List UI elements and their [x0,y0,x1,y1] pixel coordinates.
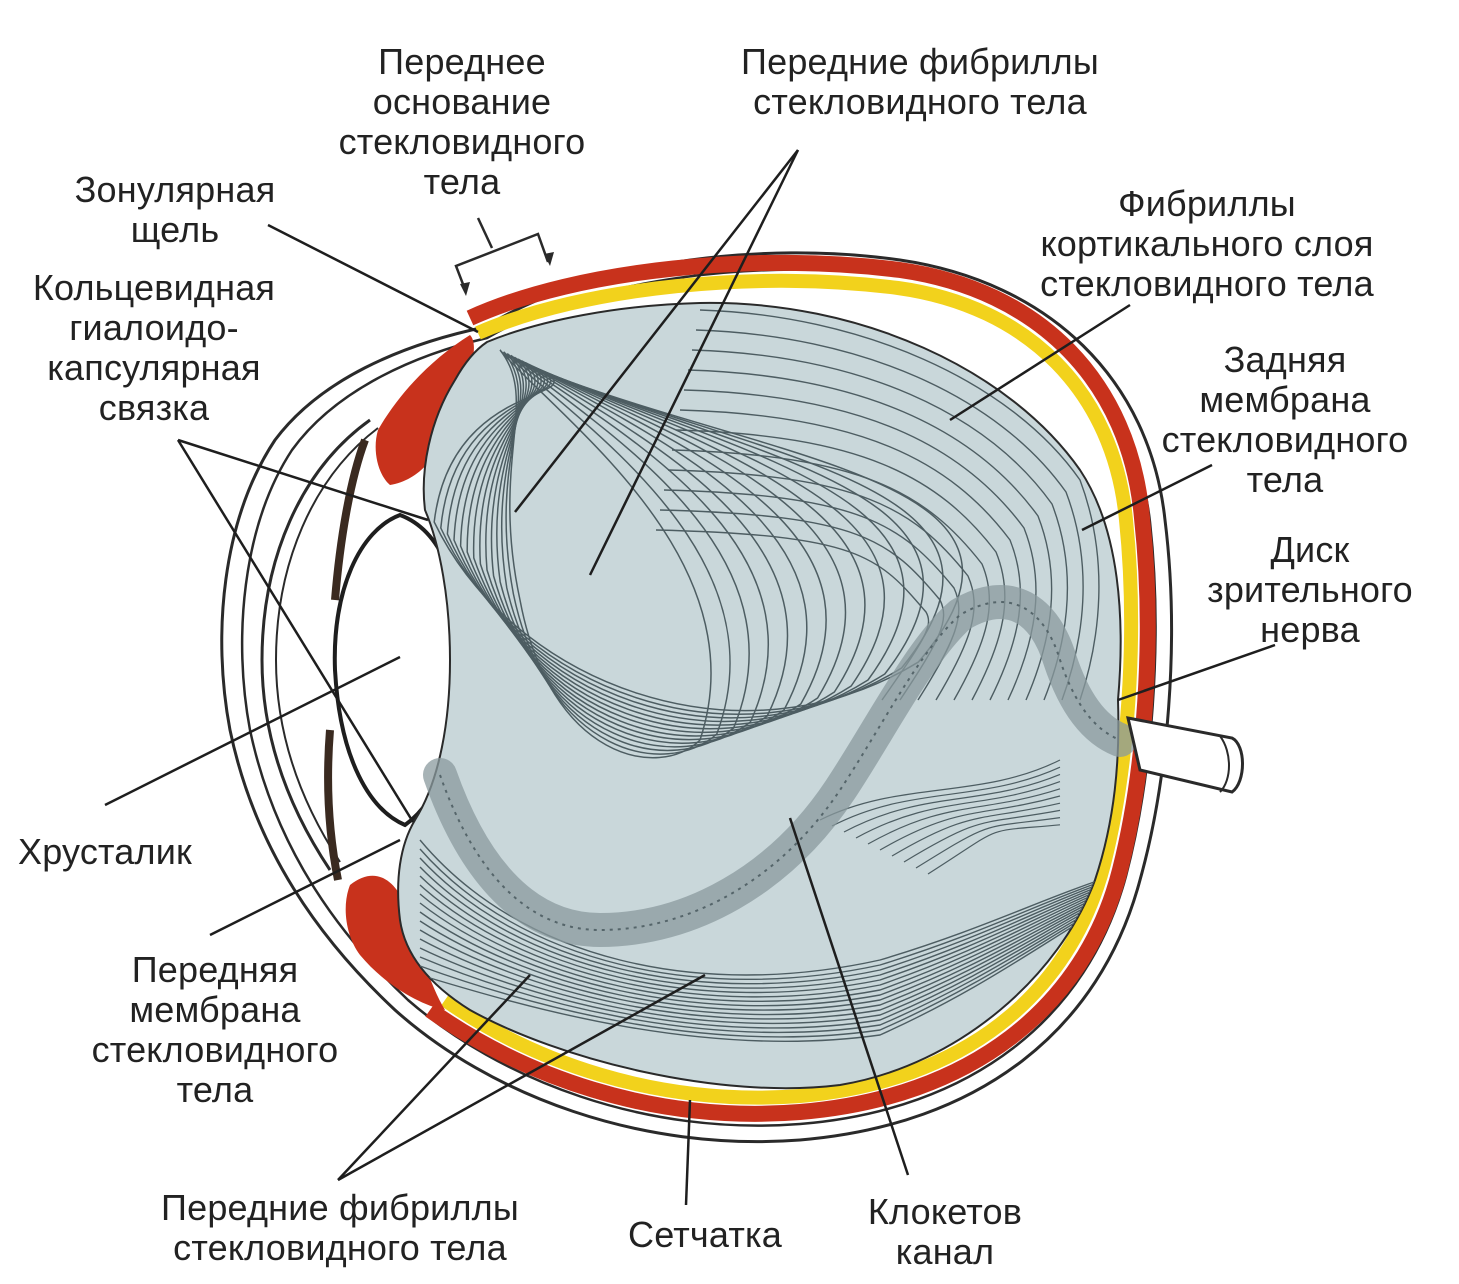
leader-cloquet-canal [788,817,910,1176]
fibril-line [446,369,924,719]
leader-cortical-fibrils [949,303,1131,422]
label-optic-disc: Диск зрительного нерва [1207,529,1413,650]
fibril-line [419,909,1101,1043]
iris-lower [324,729,342,881]
label-anterior-fibrils-bottom: Передние фибриллы стекловидного тела [161,1187,519,1268]
fibril-line [419,899,1101,1020]
fibril-line [499,349,712,759]
leader-ring-ligament-a [177,438,429,522]
fibril-line [419,893,1101,1007]
fibril-line [891,802,1061,857]
label-cloquet-canal: Клокетов канал [867,1191,1023,1272]
label-retina: Сетчатка [628,1214,782,1255]
fibril-line [419,901,1101,1025]
ciliary-body-top [375,335,474,485]
fibril-line [459,365,886,726]
leader-lines [104,149,1276,1206]
leader-ring-ligament-b [176,439,415,823]
leader-anterior-membrane [209,838,401,937]
fibril-line [419,897,1101,1016]
fibril-line [855,781,1061,839]
leader-zonular-gap [267,223,479,334]
fibril-line [503,351,731,755]
leader-anterior-fibrils-top-a [514,149,799,513]
vitreous-fibrils [419,309,1101,1043]
label-cortical-fibrils: Фибриллы кортикального слоя стекловидног… [1040,183,1374,304]
fibril-line [915,817,1061,869]
vitreous-body [397,301,1122,1090]
fibril-line [675,429,1006,701]
choroid-band [425,254,1156,1122]
label-lens: Хрусталик [18,831,192,872]
leader-retina [684,1099,692,1206]
fibril-line [419,866,1101,989]
retina-band [440,273,1139,1105]
label-ring-ligament: Кольцевидная гиалоидо- капсулярная связк… [32,267,276,428]
fibril-line [695,329,1084,701]
fibril-line [419,857,1101,985]
fibril-line [466,363,866,730]
leader-anterior-fibrils-bottom-b [337,973,706,1182]
fibril-line [419,907,1101,1038]
cornea [260,418,371,871]
fibril-line [903,809,1061,863]
fibril-line [419,895,1101,1011]
fibril-line [419,905,1101,1034]
fibril-line [831,766,1061,827]
fibril-line [843,773,1061,833]
fibril-line [671,449,991,701]
label-anterior-membrane: Передняя мембрана стекловидного тела [91,949,339,1110]
fibril-line [453,367,905,723]
anterior-base-bracket [454,232,550,293]
fibril-line [500,353,750,752]
fibril-line [485,358,808,741]
fibril-line [440,370,944,715]
fibril-line [879,795,1061,851]
leader-anterior-fibrils-top-b [588,149,800,576]
fibril-line [667,469,975,701]
label-zonular-gap: Зонулярная щель [74,169,276,250]
fibril-line [419,891,1101,1002]
ciliary-body-bottom [345,875,445,1010]
fibril-line [490,356,789,744]
fibril-line [479,360,827,737]
iris-upper [331,438,369,601]
fibril-line [433,372,963,712]
label-anterior-fibrils-top: Передние фибриллы стекловидного тела [741,41,1099,122]
sclera-outer [220,251,1174,1144]
fibril-line [496,354,769,748]
leader-anterior-fibrils-bottom-a [337,974,531,1181]
leader-posterior-membrane [1081,463,1213,532]
leader-optic-disc [1117,643,1276,702]
fibril-line [419,848,1101,981]
label-anterior-base: Переднее основание стекловидного тела [338,41,586,202]
leader-lens [104,655,401,807]
optic-nerve [1126,716,1244,794]
fibril-line [679,409,1022,701]
fibril-line [419,875,1101,994]
fibril-line [867,788,1061,845]
fibril-line [473,361,847,734]
fibril-line [819,759,1061,821]
label-posterior-membrane: Задняя мембрана стекловидного тела [1161,339,1409,500]
fibril-line [419,884,1101,998]
fibril-line [699,309,1100,701]
fibril-line [927,824,1061,875]
